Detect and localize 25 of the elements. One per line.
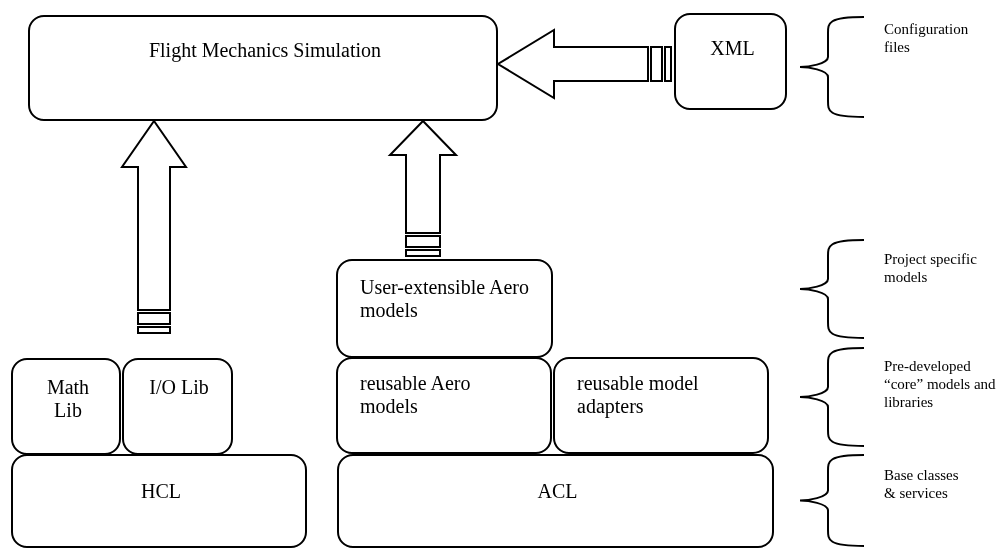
box-label: Flight Mechanics Simulation xyxy=(147,39,383,62)
rounded-box xyxy=(11,454,307,548)
box-label: User-extensible Aero models xyxy=(360,276,530,322)
brace-label: Base classes & services xyxy=(884,466,959,502)
rounded-box xyxy=(122,358,233,455)
rounded-box xyxy=(674,13,787,110)
brace-label: Pre-developed “core” models and libraries xyxy=(884,357,997,411)
box-label: ACL xyxy=(536,480,579,503)
box-label: HCL xyxy=(140,480,182,503)
brace-label: Project specific models xyxy=(884,250,978,286)
block-arrow xyxy=(387,119,459,257)
box-label: XML xyxy=(709,37,756,60)
block-arrow xyxy=(496,28,672,100)
rounded-box xyxy=(337,454,774,548)
rounded-box xyxy=(28,15,498,121)
rounded-box xyxy=(553,357,769,454)
box-label: Math Lib xyxy=(45,376,91,422)
box-label: I/O Lib xyxy=(149,376,209,399)
block-arrow xyxy=(120,119,188,334)
brace-label: Configuration files xyxy=(884,20,970,56)
rounded-box xyxy=(336,357,552,454)
box-label: reusable Aero models xyxy=(360,372,472,418)
box-label: reusable model adapters xyxy=(577,372,700,418)
rounded-box xyxy=(11,358,121,455)
rounded-box xyxy=(336,259,553,358)
